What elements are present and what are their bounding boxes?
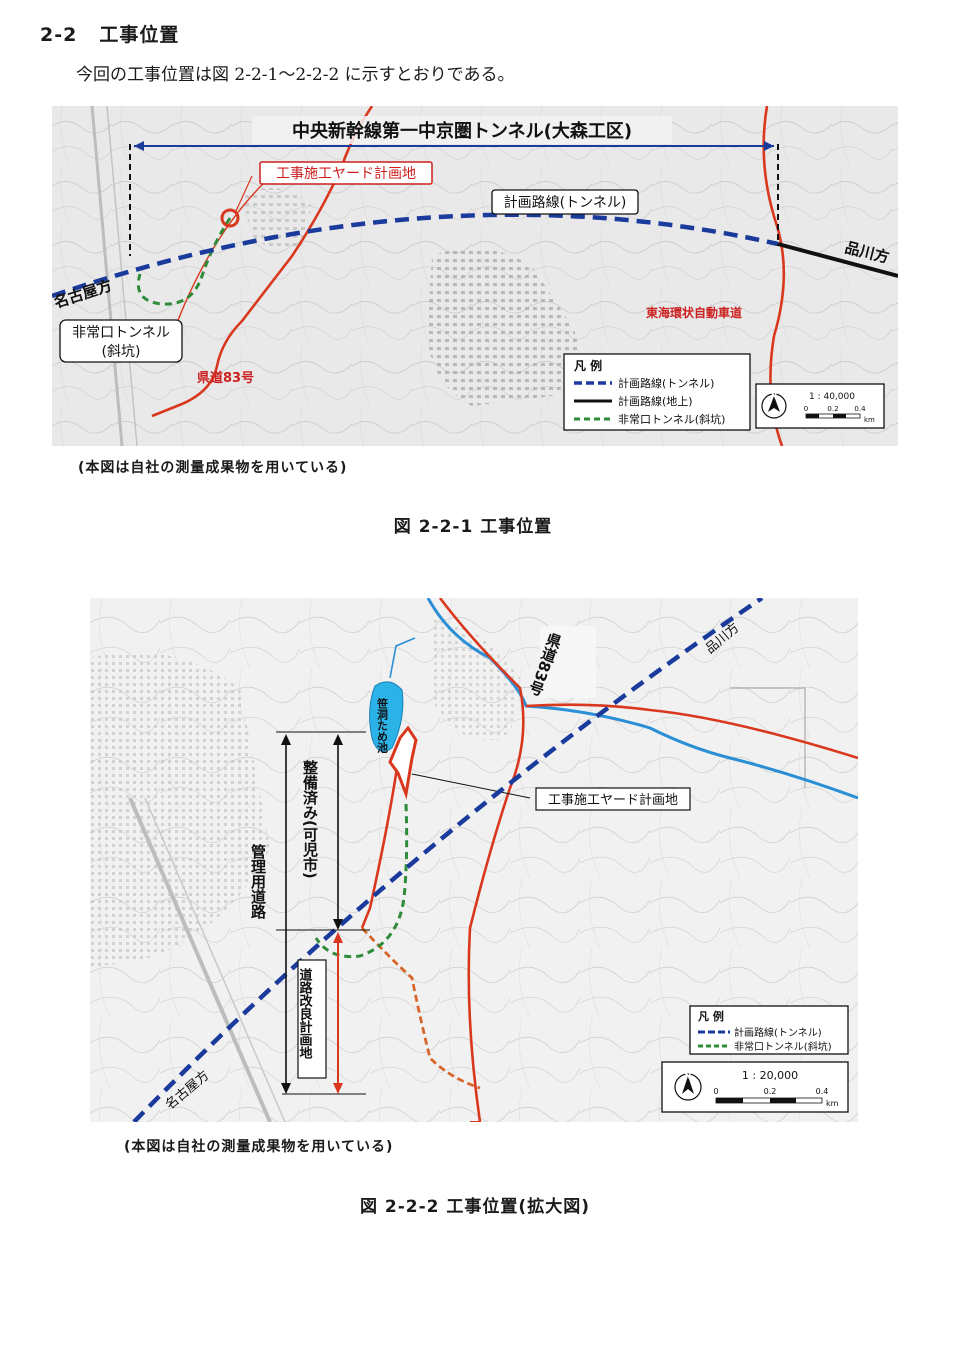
map1-scale-tick-1: 0.2: [827, 405, 838, 413]
pond-label: 笹洞ため池: [376, 697, 389, 754]
urban-area: [427, 248, 579, 406]
map1-scale-ratio: 1 : 40,000: [809, 392, 855, 402]
emergency-tunnel-label-line1: 非常口トンネル: [72, 325, 170, 341]
road-improvement-line: [360, 927, 481, 1090]
maintained-label: 整備済み(可児市): [301, 759, 319, 879]
mgmt-road-label: 管理用道路: [249, 843, 267, 919]
map1-legend-item-tunnel: 計画路線(トンネル): [618, 376, 714, 390]
map2-scale-unit: km: [826, 1099, 839, 1108]
section-title: 工事位置: [99, 24, 180, 46]
yard-area-shape: [388, 725, 418, 800]
map1-legend-item-emergency: 非常口トンネル(斜坑): [618, 412, 725, 426]
expressway-label: 東海環状自動車道: [646, 305, 742, 320]
planned-route-surface: [777, 242, 898, 278]
map2-legend-item-tunnel: 計画路線(トンネル): [734, 1026, 822, 1039]
map1-title: 中央新幹線第一中京圏トンネル(大森工区): [292, 120, 632, 142]
improvement-label: 道路改良計画地: [297, 967, 313, 1060]
map2-yard-label-box: [535, 787, 691, 811]
river-line: [426, 598, 858, 800]
map2-scale-box: [661, 1061, 849, 1113]
yard-label: 工事施工ヤード計画地: [276, 166, 416, 182]
map2-caption: 図 2-2-2 工事位置(拡大図): [360, 1197, 590, 1217]
pref-road-83-line: [151, 106, 374, 418]
yard-label-box: [259, 161, 433, 185]
enlarged-map-svg: 笹洞ため池 整備済み(可児市) 管理用道路 道路改良計画地: [90, 598, 858, 1122]
map2-legend-title: 凡 例: [698, 1009, 724, 1023]
map2-legend-item-emergency: 非常口トンネル(斜坑): [734, 1040, 832, 1053]
map2-scale-tick-1: 0.2: [764, 1087, 777, 1096]
map2-scale-ratio: 1 : 20,000: [742, 1069, 798, 1082]
planned-route-tunnel: [52, 212, 779, 299]
location-map-svg: 中央新幹線第一中京圏トンネル(大森工区) 工事施工ヤード計画地 計画路線(トンネ…: [52, 106, 898, 446]
intro-text: 今回の工事位置は図 2-2-1〜2-2-2 に示すとおりである。: [76, 65, 515, 85]
map1-legend-title: 凡 例: [574, 358, 602, 373]
map1-note: (本図は自社の測量成果物を用いている): [78, 460, 348, 476]
route-label: 計画路線(トンネル): [504, 195, 627, 211]
location-map: 中央新幹線第一中京圏トンネル(大森工区) 工事施工ヤード計画地 計画路線(トンネ…: [52, 106, 898, 446]
map1-caption: 図 2-2-1 工事位置: [393, 517, 553, 537]
yard-marker: [220, 208, 240, 228]
pref-road-83-label: 県道83号: [197, 370, 254, 386]
map1-legend: [563, 353, 751, 431]
map1-north-label: N: [771, 392, 777, 400]
route-label-box: [491, 189, 639, 215]
pond-shape: [369, 681, 404, 752]
map1-north-arrow-icon: [761, 393, 787, 419]
map2-scale-tick-0: 0: [713, 1087, 718, 1096]
emergency-tunnel-label-line2: (斜坑): [102, 344, 141, 360]
map2-north-label: N: [685, 1072, 692, 1081]
map2-scale-tick-2: 0.4: [816, 1087, 829, 1096]
map1-scale-tick-0: 0: [804, 405, 808, 413]
section-heading: 2-2 工事位置: [40, 20, 179, 47]
map1-scale-tick-2: 0.4: [854, 405, 866, 413]
map2-north-arrow-icon: [674, 1073, 702, 1101]
emergency-tunnel-line: [136, 217, 232, 306]
map1-scale-unit: km: [864, 416, 875, 424]
map1-legend-item-surface: 計画路線(地上): [618, 394, 693, 408]
map2-yard-label: 工事施工ヤード計画地: [548, 792, 678, 808]
enlarged-map: 笹洞ため池 整備済み(可児市) 管理用道路 道路改良計画地: [90, 598, 858, 1122]
road-network-line: [438, 598, 525, 1122]
map2-planned-route-tunnel: [132, 598, 764, 1122]
emergency-tunnel-label-box: [59, 319, 183, 363]
map2-note: (本図は自社の測量成果物を用いている): [124, 1139, 394, 1155]
section-number: 2-2: [40, 24, 78, 46]
